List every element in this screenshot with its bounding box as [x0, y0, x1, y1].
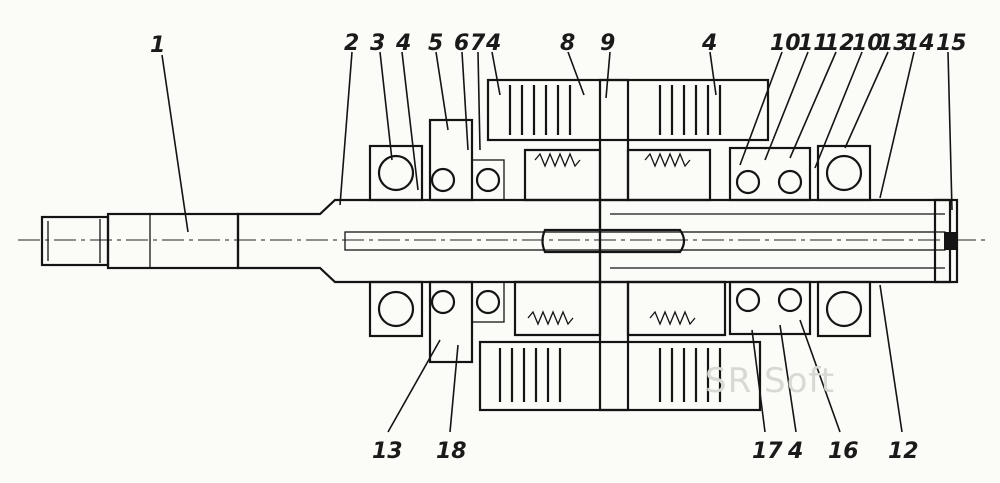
- callouts-top: 1 2 3 4 5 6 7 4 8 9 4 10 11 12 10 13 14 …: [150, 31, 967, 58]
- callout-10a: 10: [770, 31, 801, 56]
- callout-11: 11: [798, 31, 829, 56]
- callout-9: 9: [600, 31, 615, 56]
- callout-13b: 13: [372, 439, 403, 464]
- callout-14: 14: [904, 31, 935, 56]
- callout-15: 15: [936, 31, 967, 56]
- callout-18: 18: [436, 439, 467, 464]
- clutch-pack-top: [486, 78, 770, 202]
- callouts-bottom: 13 18 17 4 16 12: [372, 439, 919, 464]
- spring-bottom-left: [527, 310, 574, 326]
- callout-8: 8: [560, 31, 575, 56]
- bearing-left: [368, 144, 424, 338]
- bearing-group-right: [728, 144, 872, 338]
- callout-4b: 4: [485, 31, 501, 56]
- watermark-text: SR Soft: [705, 361, 835, 401]
- callout-1: 1: [150, 33, 165, 58]
- spring-top-left: [534, 152, 581, 168]
- leader-lines: [161, 51, 953, 433]
- callout-2: 2: [344, 31, 359, 56]
- shaft-end-left: [40, 212, 240, 270]
- callout-5: 5: [428, 31, 443, 56]
- callout-17: 17: [752, 439, 783, 464]
- callout-4c: 4: [701, 31, 717, 56]
- end-nut-right: [933, 198, 959, 284]
- callout-16: 16: [828, 439, 859, 464]
- friction-discs-top-left: [508, 85, 572, 135]
- friction-discs-top-right: [658, 85, 722, 135]
- callout-13a: 13: [878, 31, 909, 56]
- callout-7: 7: [470, 31, 486, 56]
- friction-discs-bottom-left: [498, 348, 562, 402]
- clutch-pack-bottom: [478, 280, 762, 412]
- spring-bottom-right: [649, 310, 696, 326]
- callout-12a: 12: [824, 31, 855, 56]
- callout-12b: 12: [888, 439, 919, 464]
- callout-4a: 4: [395, 31, 411, 56]
- callout-3: 3: [370, 31, 385, 56]
- callout-10b: 10: [852, 31, 883, 56]
- callout-6: 6: [454, 31, 469, 56]
- bearing-group-left: [428, 118, 505, 364]
- callout-4d: 4: [787, 439, 803, 464]
- main-shaft: [236, 198, 952, 284]
- friction-discs-bottom-right: [658, 348, 722, 402]
- spring-top-right: [644, 152, 691, 168]
